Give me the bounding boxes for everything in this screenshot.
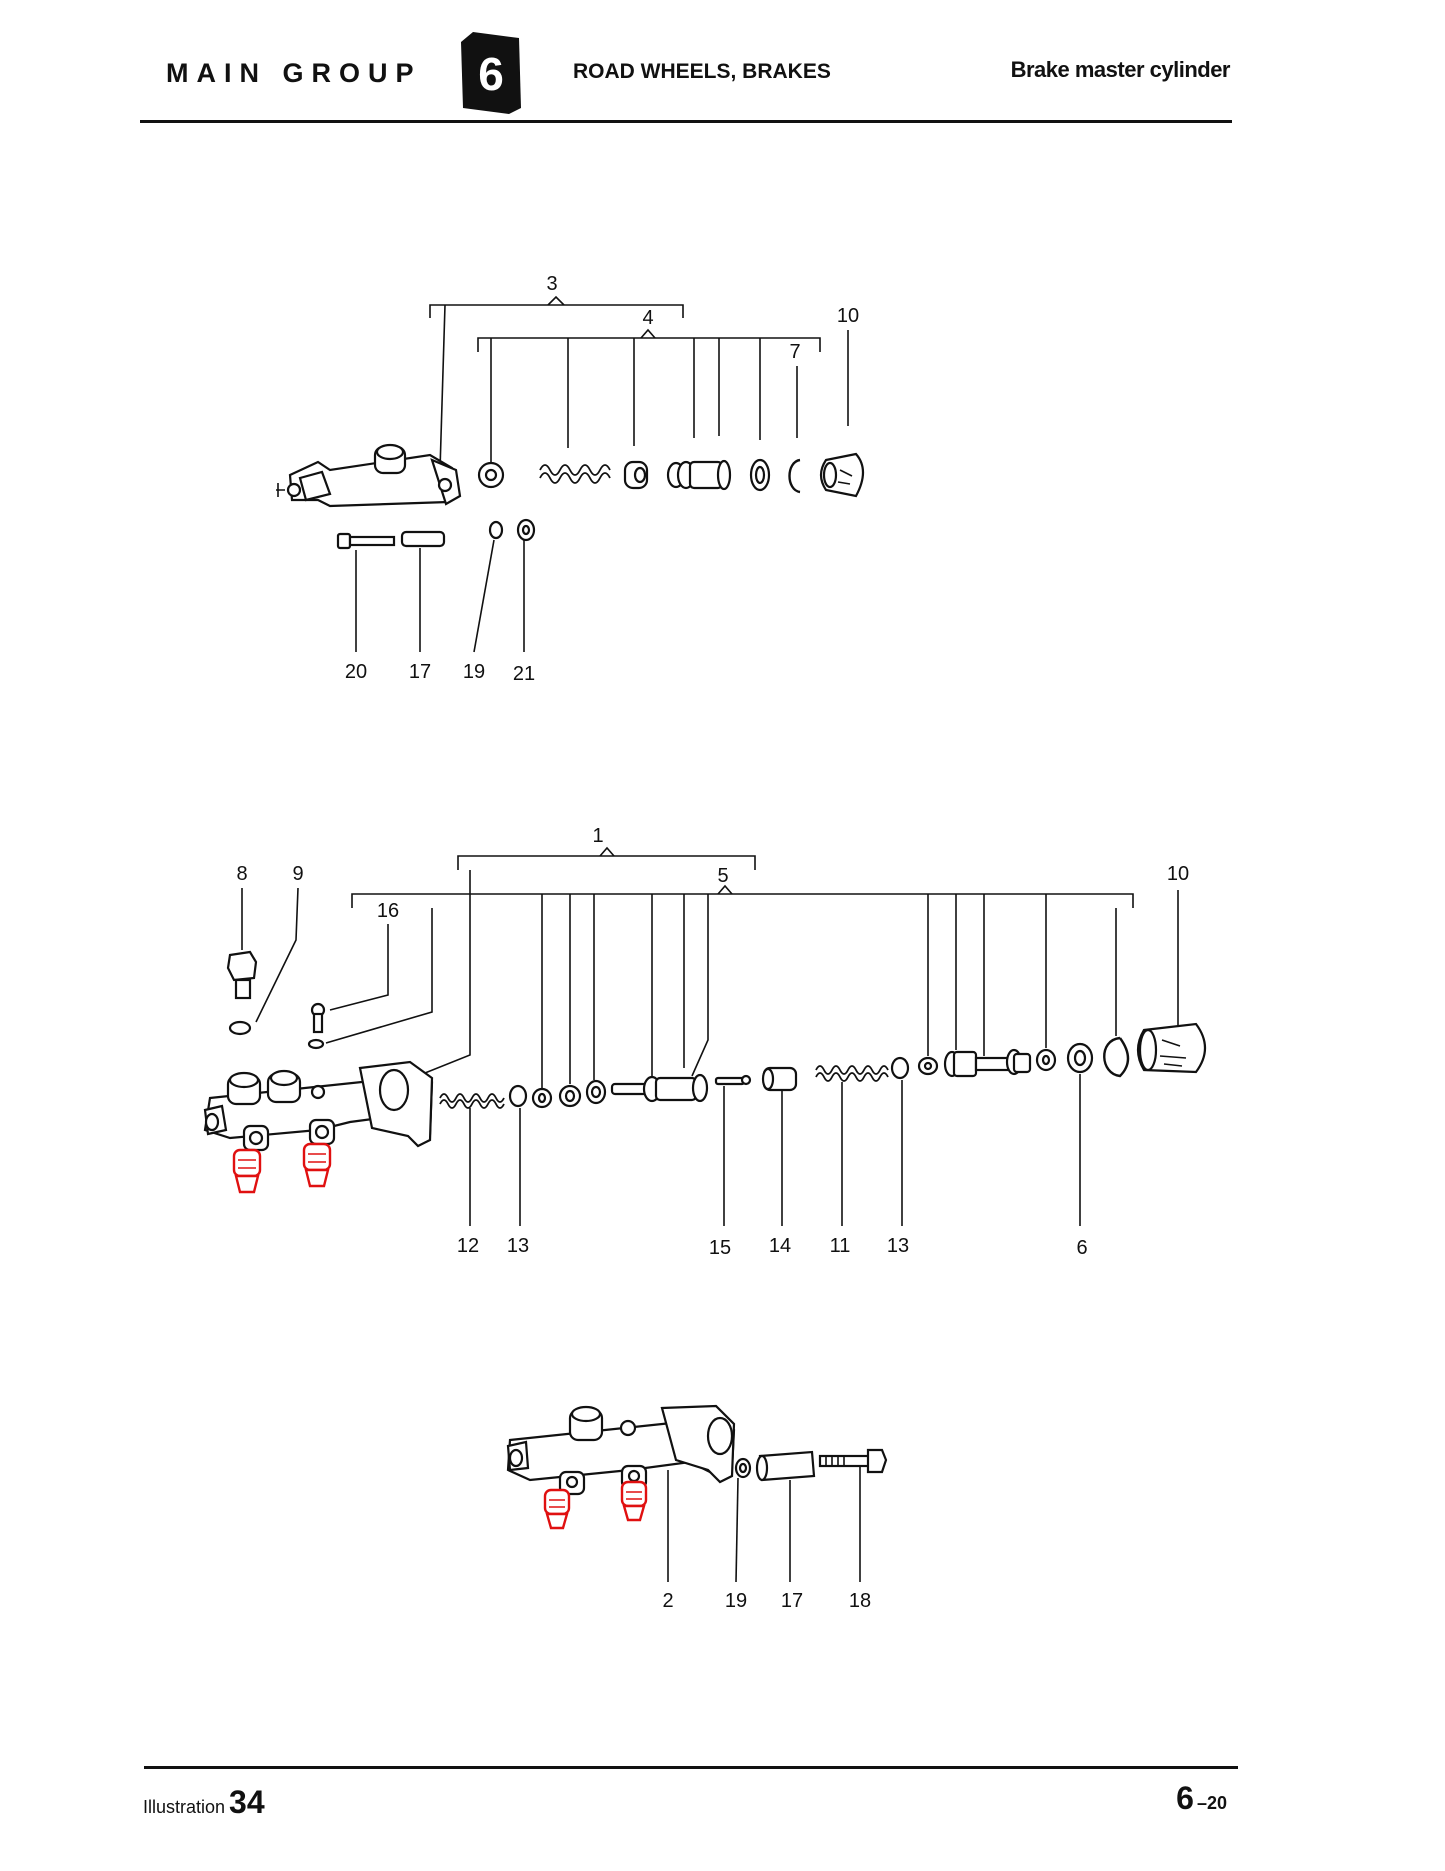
callout-19: 19 <box>463 661 485 683</box>
master-cylinder-lower <box>506 1404 736 1496</box>
callout-7: 7 <box>789 341 800 363</box>
callout-13b: 13 <box>887 1235 909 1257</box>
piston <box>666 459 732 491</box>
dust-boot-10 <box>1136 1022 1207 1074</box>
callout-15: 15 <box>709 1237 731 1259</box>
washer-9 <box>228 1020 252 1036</box>
bolt-18 <box>818 1448 888 1474</box>
callout-6: 6 <box>1076 1237 1087 1259</box>
main-group-label: MAIN GROUP <box>166 58 422 88</box>
brake-light-switch-left <box>232 1148 262 1194</box>
callout-10: 10 <box>837 305 859 327</box>
callout-1: 1 <box>592 825 603 847</box>
circlip-b <box>1103 1036 1130 1078</box>
callout-5: 5 <box>717 865 728 887</box>
group-number-badge: 6 <box>461 32 521 114</box>
callout-8: 8 <box>236 863 247 885</box>
illustration-label: Illustration <box>143 1797 226 1817</box>
spring-11 <box>815 1065 889 1082</box>
callout-16: 16 <box>377 900 399 922</box>
spring-seat-13b <box>890 1056 910 1080</box>
spring-seat-13 <box>508 1084 528 1108</box>
sleeve-14 <box>761 1066 798 1092</box>
circlip <box>788 458 801 494</box>
callout-12: 12 <box>457 1235 479 1257</box>
spring-12 <box>439 1093 505 1109</box>
callout-21: 21 <box>513 663 535 685</box>
sleeve-17 <box>400 530 446 548</box>
callout-4: 4 <box>642 307 653 329</box>
check-valve <box>477 461 505 489</box>
primary-piston <box>610 1073 709 1103</box>
stop-screw-16 <box>310 1002 326 1034</box>
callout-14: 14 <box>769 1235 791 1257</box>
lower-assembly: 2 19 17 18 <box>506 1404 888 1612</box>
master-cylinder-single <box>276 443 462 508</box>
secondary-piston <box>943 1048 1032 1078</box>
callout-19c: 19 <box>725 1590 747 1612</box>
dust-boot <box>819 452 865 498</box>
section-title: ROAD WHEELS, BRAKES <box>573 60 831 83</box>
footer-rule <box>144 1766 1238 1769</box>
nut-21 <box>516 518 536 542</box>
brake-light-switch-lower-right <box>620 1480 648 1522</box>
page-number: 6–20 <box>1176 1780 1227 1817</box>
page-main: 6 <box>1176 1780 1194 1816</box>
callout-17: 17 <box>409 661 431 683</box>
callout-20: 20 <box>345 661 367 683</box>
washer-19 <box>488 520 504 540</box>
spring <box>539 464 611 484</box>
callout-11: 11 <box>830 1235 851 1257</box>
sleeve-17b <box>755 1450 816 1482</box>
callout-17c: 17 <box>781 1590 803 1612</box>
illustration-number: 34 <box>229 1784 265 1820</box>
primary-cup <box>623 460 649 490</box>
middle-assembly: 1 5 10 8 9 16 <box>203 825 1207 1259</box>
pin-15 <box>714 1074 752 1086</box>
page-sub: –20 <box>1196 1793 1227 1813</box>
bolt-20 <box>336 532 396 550</box>
callout-3: 3 <box>546 273 557 295</box>
callout-10b: 10 <box>1167 863 1189 885</box>
header-rule <box>140 120 1232 123</box>
callout-18: 18 <box>849 1590 871 1612</box>
callout-9: 9 <box>292 863 303 885</box>
callout-2: 2 <box>662 1590 673 1612</box>
upper-assembly: 3 4 10 7 <box>276 273 865 685</box>
page-title: Brake master cylinder <box>1010 57 1231 82</box>
group-number: 6 <box>478 48 504 100</box>
callout-13: 13 <box>507 1235 529 1257</box>
master-cylinder-tandem <box>203 1060 434 1152</box>
brake-light-switch-right <box>302 1142 332 1188</box>
union-fitting-8 <box>226 950 258 1000</box>
brake-light-switch-lower-left <box>543 1488 571 1530</box>
